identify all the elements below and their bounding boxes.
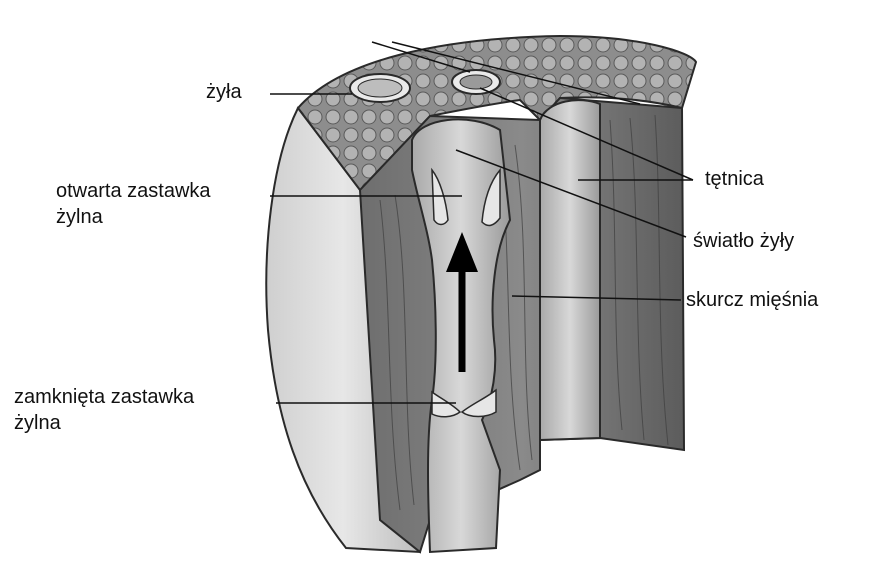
muscle-cut-face — [360, 98, 684, 552]
label-vein: żyła — [206, 80, 242, 105]
label-muscle-contraction: skurcz mięśnia — [686, 288, 818, 313]
label-artery: tętnica — [705, 167, 764, 192]
label-open-valve-line2: żylna — [56, 205, 103, 230]
label-closed-valve-line1: zamknięta zastawka — [14, 385, 194, 410]
artery-channel — [540, 100, 600, 440]
label-vein-lumen: światło żyły — [693, 229, 794, 254]
label-closed-valve-line2: żylna — [14, 411, 61, 436]
label-open-valve-line1: otwarta zastawka — [56, 179, 211, 204]
